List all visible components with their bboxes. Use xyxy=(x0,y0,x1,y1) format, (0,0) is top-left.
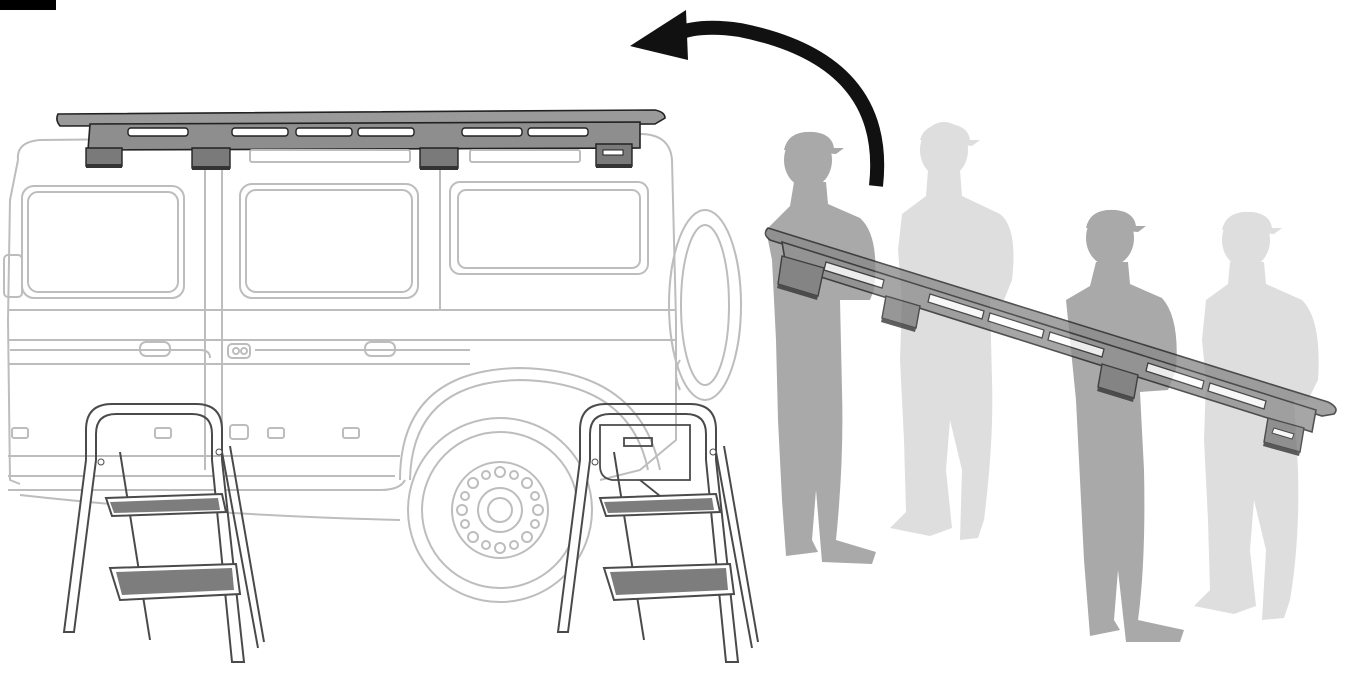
person-1 xyxy=(766,132,876,564)
person-3 xyxy=(1066,210,1184,642)
step-ladder-right xyxy=(558,404,758,662)
lift-arrow xyxy=(630,10,877,186)
vehicle xyxy=(4,134,741,520)
roof-rack-installed xyxy=(57,110,665,170)
corner-tab xyxy=(0,0,56,10)
step-ladder-left xyxy=(64,404,264,662)
